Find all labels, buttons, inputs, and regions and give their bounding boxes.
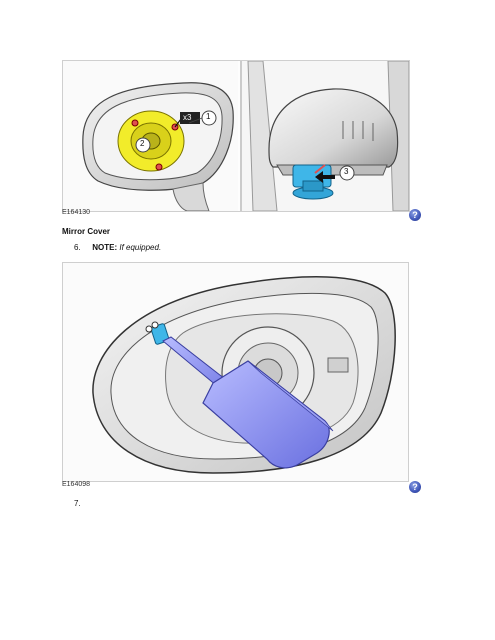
figure-e164098-illustration (63, 263, 408, 481)
step-number: 6. (74, 243, 81, 252)
figure-code-e164098: E164098 (62, 481, 91, 488)
step-number: 7. (74, 499, 81, 508)
callout-2: 2 (140, 139, 145, 148)
figure-e164098 (62, 262, 409, 482)
callout-1: 1 (206, 112, 211, 121)
help-icon[interactable]: ? (409, 481, 421, 493)
callout-3: 3 (344, 167, 349, 176)
figure-e164130: 1 2 3 x3 (62, 60, 410, 212)
quantity-label: x3 (183, 113, 192, 122)
step-7: 7. (74, 499, 90, 508)
note-label: NOTE: (92, 243, 118, 252)
figure-code-e164130: E164130 (62, 209, 91, 216)
note-text: If equipped. (119, 243, 162, 252)
section-title: Mirror Cover (62, 227, 111, 236)
help-icon[interactable]: ? (409, 209, 421, 221)
figure-e164130-illustration (63, 61, 409, 211)
step-6: 6. NOTE: If equipped. (74, 243, 161, 252)
